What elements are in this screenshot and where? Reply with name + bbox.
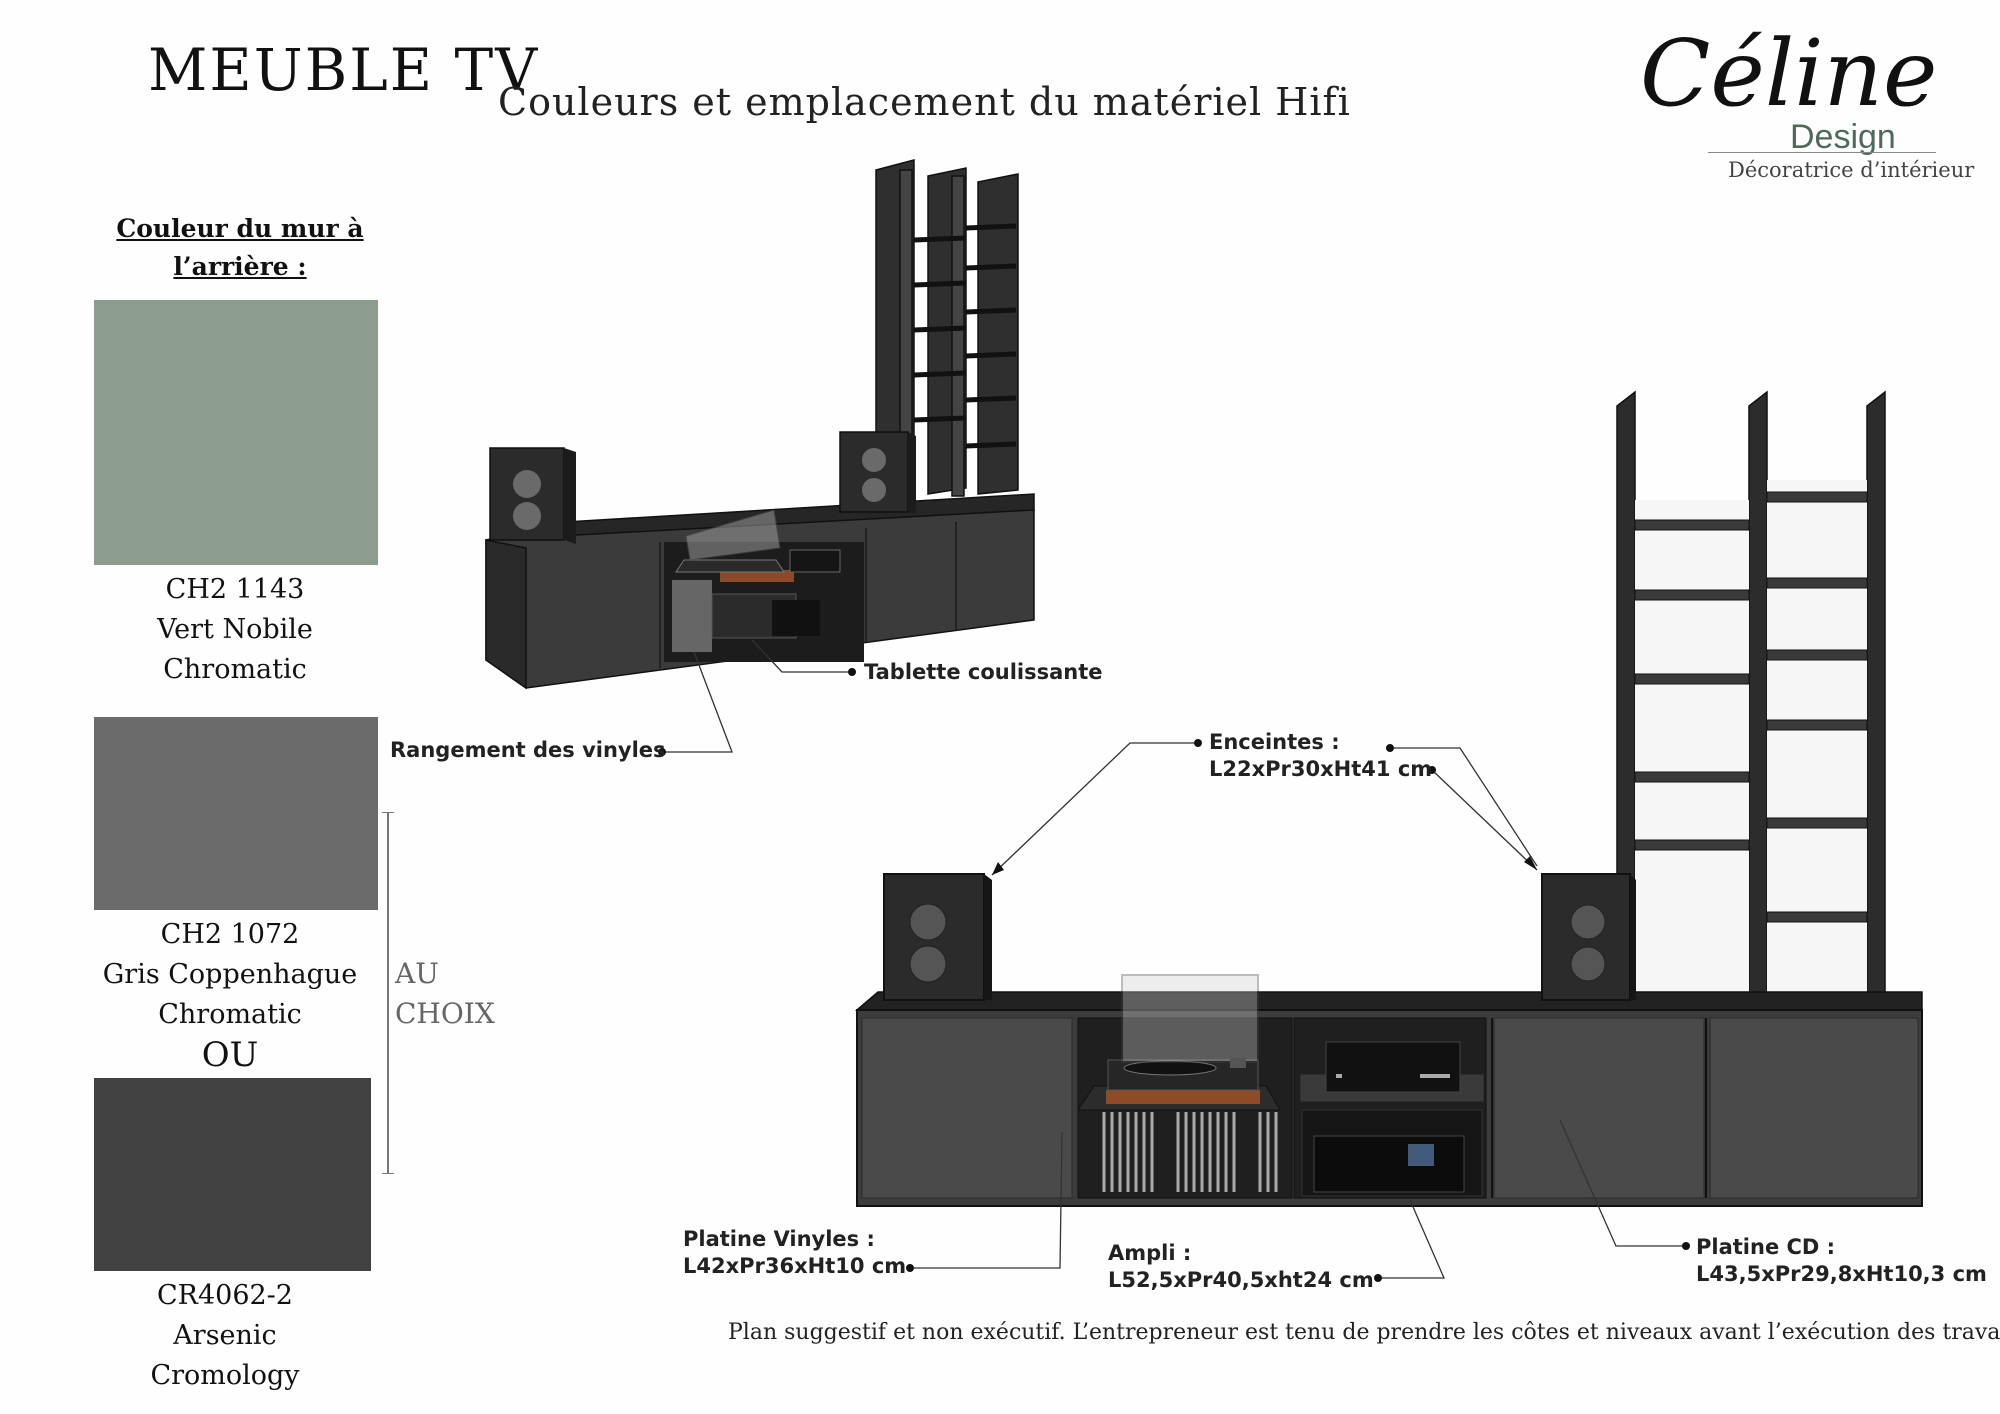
callout-ampli-title: Ampli : <box>1108 1241 1192 1265</box>
callout-ampli-dims: L52,5xPr40,5xht24 cm <box>1108 1268 1374 1292</box>
front-speaker-right <box>1541 873 1636 1001</box>
front-shelving <box>1616 390 1886 1001</box>
swatch-brand: Chromatic <box>163 654 307 685</box>
choice-bracket-cap-top <box>382 812 394 813</box>
front-view <box>854 390 1923 1207</box>
perspective-shelves <box>913 223 1017 449</box>
front-cd-player <box>1299 1041 1485 1103</box>
page-title: MEUBLE TV <box>148 36 540 104</box>
swatch-brand: Cromology <box>150 1360 300 1391</box>
perspective-speaker-left <box>489 447 576 544</box>
swatch-brand: Chromatic <box>158 999 302 1030</box>
au-choix-label: AU CHOIX <box>395 954 495 1034</box>
choice-bracket <box>387 812 389 1174</box>
callout-platine-cd-dims: L43,5xPr29,8xHt10,3 cm <box>1696 1262 1987 1286</box>
callout-platine-vinyles-title: Platine Vinyles : <box>683 1227 875 1251</box>
front-speaker-left <box>883 873 992 1001</box>
choice-line1: AU <box>395 957 439 990</box>
swatch-ref: CR4062-2 <box>156 1280 293 1311</box>
callout-enceintes-title: Enceintes : <box>1209 730 1340 754</box>
perspective-view <box>485 159 1035 690</box>
wall-color-heading-line1: Couleur du mur à <box>116 214 364 243</box>
separator-ou: OU <box>201 1035 259 1075</box>
page-subtitle: Couleurs et emplacement du matériel Hifi <box>498 80 1351 124</box>
callout-dots <box>658 668 1690 1282</box>
swatch-arsenic <box>94 1078 371 1271</box>
callout-vinyles: Rangement des vinyles <box>390 738 666 762</box>
callout-platine-cd: Platine CD : L43,5xPr29,8xHt10,3 cm <box>1696 1234 1987 1288</box>
swatch-name: Gris Coppenhague <box>102 959 358 990</box>
callout-leaders <box>662 639 1686 1279</box>
logo-script: Céline <box>1640 20 1938 127</box>
callout-platine-vinyles: Platine Vinyles : L42xPr36xHt10 cm <box>683 1226 906 1280</box>
front-amplifier <box>1301 1109 1483 1197</box>
choice-bracket-cap-bottom <box>382 1173 394 1174</box>
swatch-ref: CH2 1072 <box>160 919 300 950</box>
logo-brand: Design <box>1790 118 1896 156</box>
callout-ampli: Ampli : L52,5xPr40,5xht24 cm <box>1108 1240 1374 1294</box>
front-turntable <box>1077 974 1281 1111</box>
swatch-ref: CH2 1143 <box>165 574 305 605</box>
swatch-label-1: CH2 1143 Vert Nobile Chromatic <box>90 570 380 690</box>
swatch-name: Vert Nobile <box>157 614 313 645</box>
front-vinyl-records <box>1102 1112 1278 1192</box>
swatch-label-2: CH2 1072 Gris Coppenhague Chromatic OU <box>85 915 375 1078</box>
leader-arrowheads <box>992 856 1537 875</box>
wall-color-heading: Couleur du mur à l’arrière : <box>95 210 385 286</box>
wall-color-heading-line2: l’arrière : <box>173 252 307 281</box>
disclaimer-note: Plan suggestif et non exécutif. L’entrep… <box>728 1320 2000 1345</box>
swatch-gris-coppenhague <box>94 717 378 910</box>
front-shelves <box>1634 491 1868 923</box>
logo-tagline: Décoratrice d’intérieur <box>1728 158 1975 182</box>
choice-line2: CHOIX <box>395 997 495 1030</box>
callout-enceintes-dims: L22xPr30xHt41 cm <box>1209 757 1433 781</box>
callout-tablette: Tablette coulissante <box>864 660 1103 684</box>
logo-divider <box>1708 152 1936 153</box>
callout-platine-cd-title: Platine CD : <box>1696 1235 1836 1259</box>
callout-enceintes: Enceintes : L22xPr30xHt41 cm <box>1209 729 1432 783</box>
perspective-speaker-right <box>839 431 916 514</box>
swatch-name: Arsenic <box>173 1320 277 1351</box>
swatch-vert-nobile <box>94 300 378 565</box>
swatch-label-3: CR4062-2 Arsenic Cromology <box>80 1276 370 1396</box>
callout-platine-vinyles-dims: L42xPr36xHt10 cm <box>683 1254 907 1278</box>
perspective-tv-unit <box>485 493 1035 690</box>
